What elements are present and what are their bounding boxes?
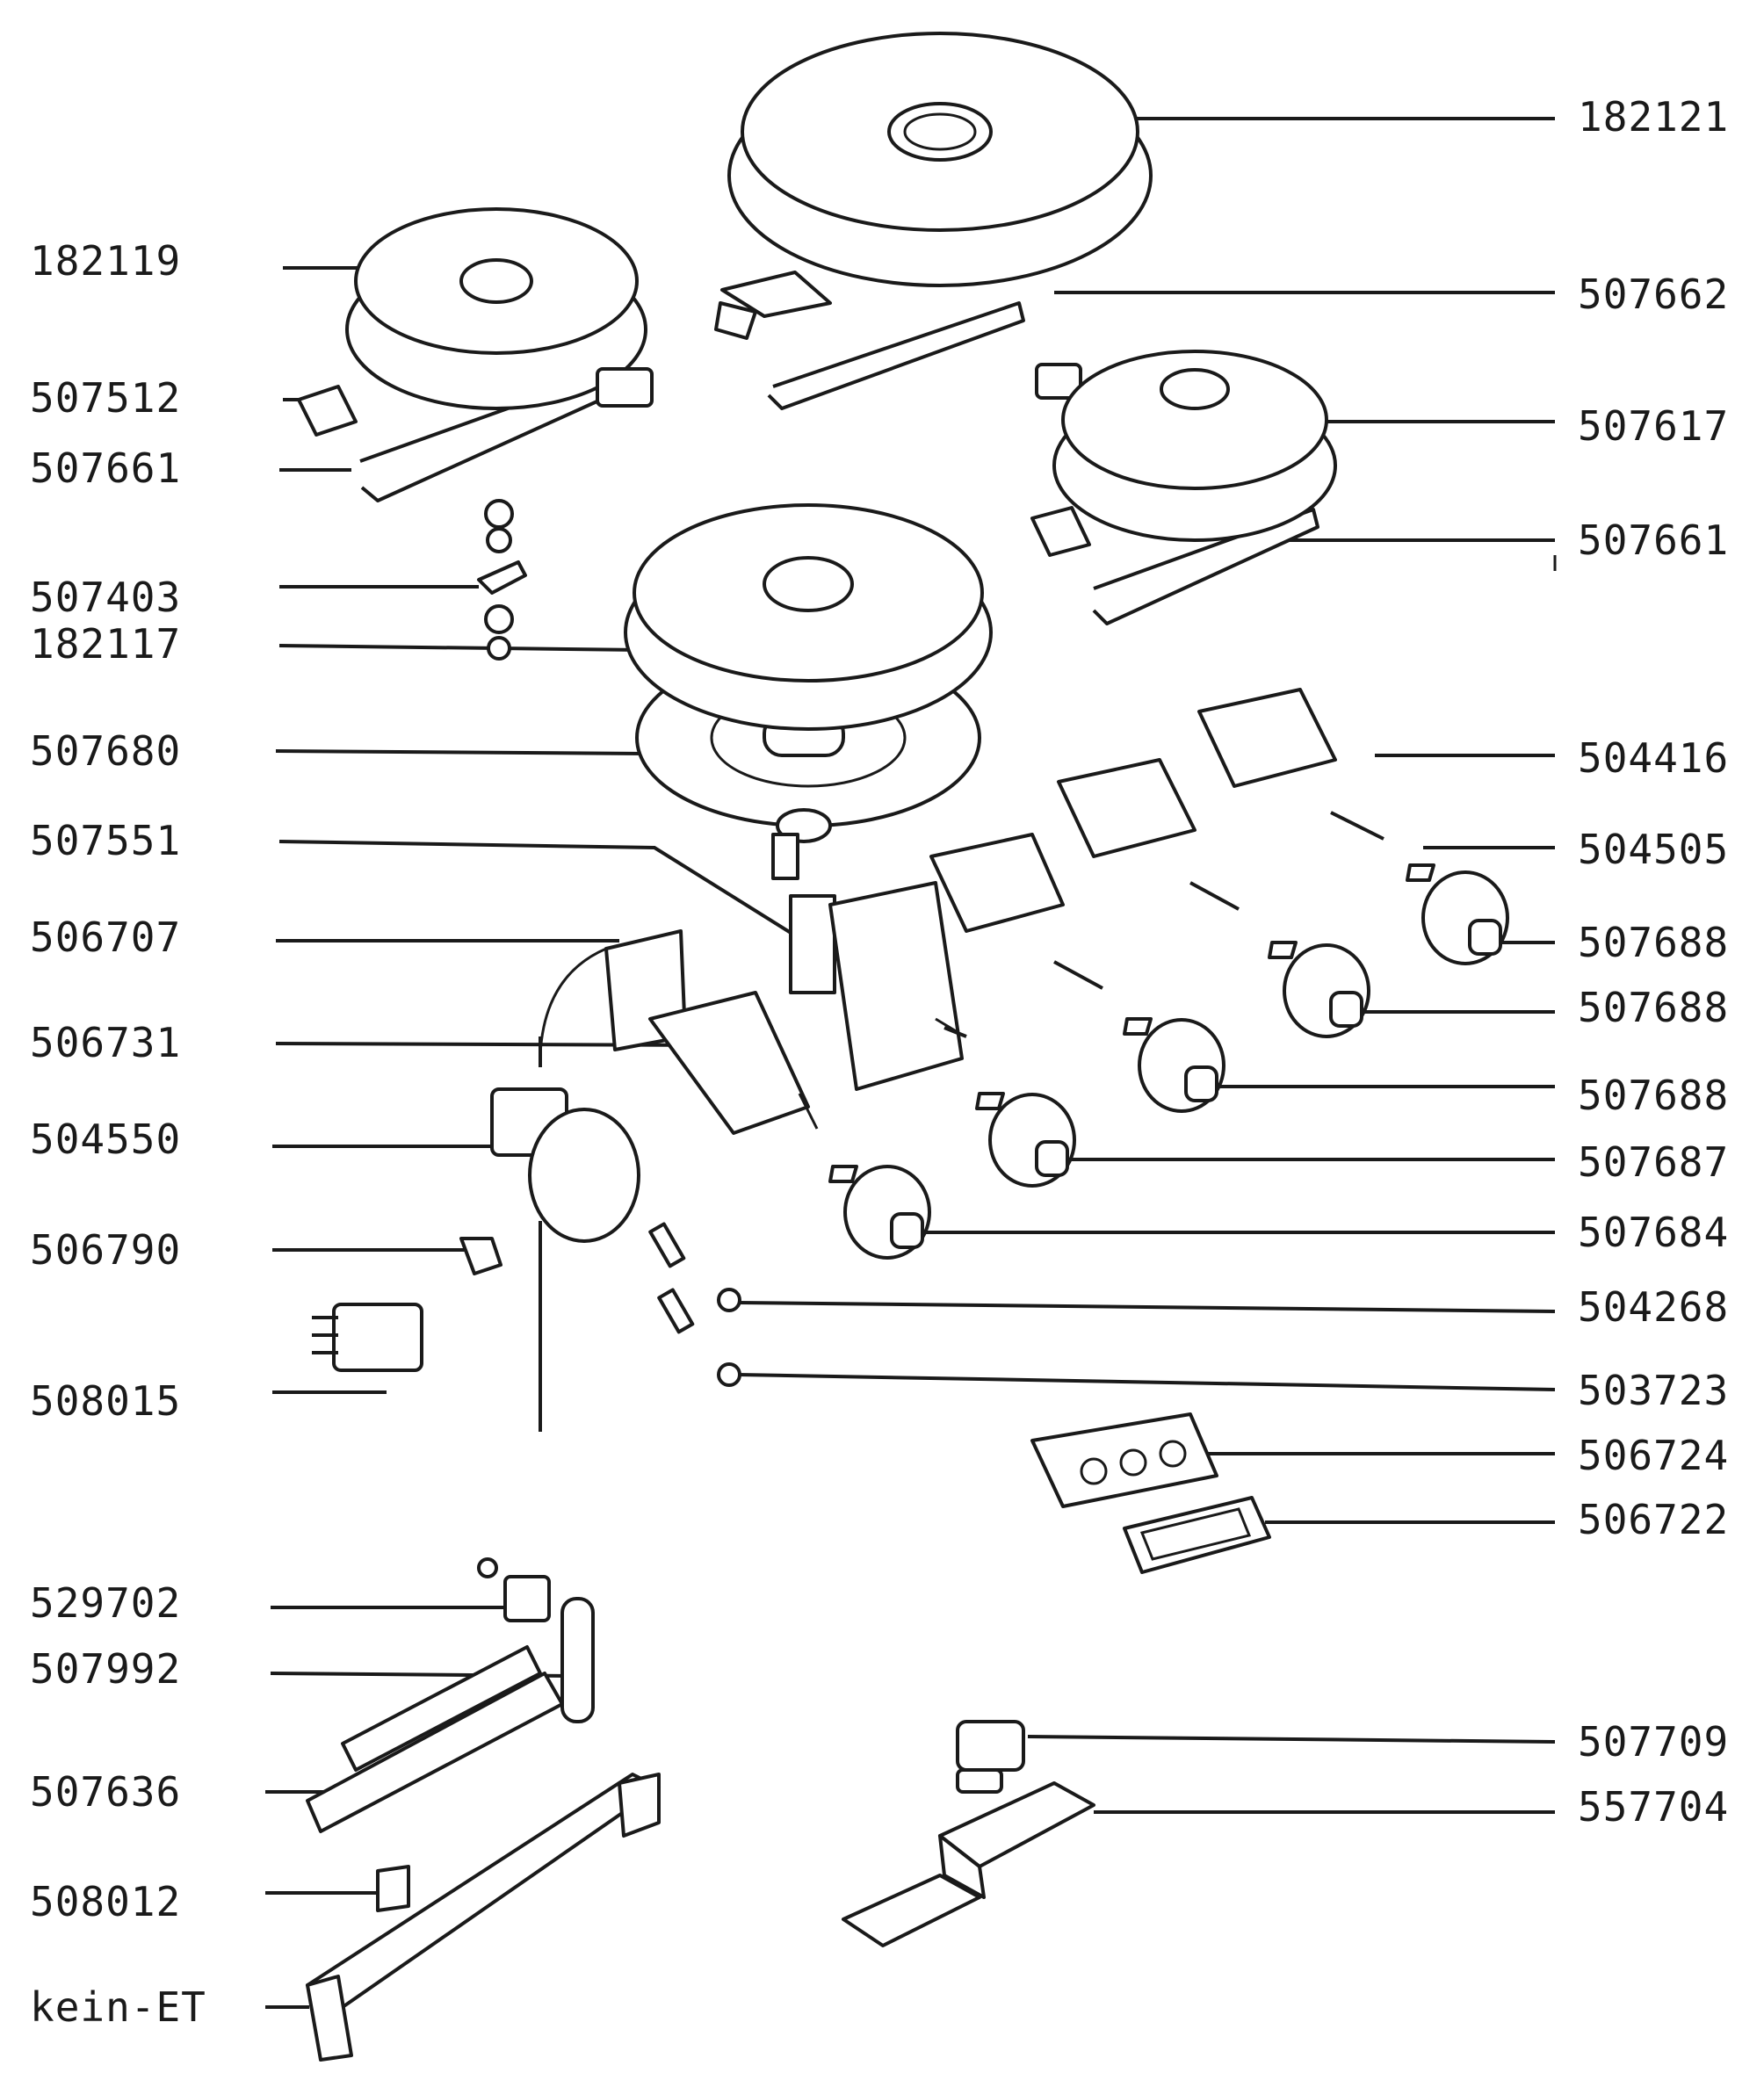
hotplate-182121 [714, 32, 1153, 410]
part-label: 507688 [1578, 984, 1730, 1031]
leader-503723 [737, 1373, 1556, 1391]
part-label: 506724 [1578, 1432, 1730, 1479]
leader-504268 [737, 1301, 1556, 1313]
fastener-507403 [477, 499, 527, 661]
part-label: 529702 [30, 1579, 182, 1627]
part-label: kein-ET [30, 1983, 206, 2031]
part-label: 508015 [30, 1377, 182, 1425]
regulator-block [828, 881, 967, 1091]
leader-507551 [278, 840, 797, 937]
screws [648, 1222, 741, 1387]
gasket-506722 [1123, 1496, 1271, 1574]
hotplate-182117 [624, 503, 993, 827]
leader-507709 [1027, 1735, 1556, 1744]
bracket-557704 [842, 1781, 1095, 1947]
switch-row-504416 [929, 688, 1384, 990]
part-label: 508012 [30, 1878, 182, 1925]
knob-507687 [988, 1093, 1076, 1188]
part-label: 557704 [1578, 1783, 1730, 1831]
thermostat-507551 [771, 808, 836, 994]
part-label: 507551 [30, 817, 182, 864]
part-label: 507661 [1578, 516, 1730, 564]
part-label: 182117 [30, 620, 182, 668]
part-507709 [956, 1720, 1025, 1794]
leader-182117 [278, 644, 642, 652]
part-label: 182121 [1578, 93, 1730, 141]
part-label: 182119 [30, 237, 182, 285]
connector-506724 [1030, 1412, 1218, 1508]
hotplate-507617 [1030, 350, 1337, 625]
knobs [828, 863, 1509, 1260]
switch-506707 [539, 929, 819, 1135]
part-label: 506790 [30, 1226, 182, 1274]
part-label: 507636 [30, 1768, 182, 1816]
knob-507684 [843, 1165, 931, 1260]
part-label: 507709 [1578, 1718, 1730, 1766]
part-label: 507662 [1578, 271, 1730, 318]
knob-507688-a [1421, 870, 1509, 965]
part-label: 504505 [1578, 826, 1730, 873]
knob-507688-b [1283, 943, 1370, 1038]
part-label: 507684 [1578, 1209, 1730, 1256]
part-label: 507688 [1578, 1072, 1730, 1119]
part-label: 507617 [1578, 402, 1730, 450]
clip-506790 [459, 1237, 502, 1275]
part-label: 507992 [30, 1645, 182, 1693]
part-label: 504550 [30, 1116, 182, 1163]
part-label: 506707 [30, 914, 182, 961]
knob-507688-c [1138, 1018, 1225, 1113]
leader-lines-right [737, 117, 1556, 1814]
part-label: 507403 [30, 574, 182, 621]
part-label: 507661 [30, 444, 182, 492]
thermostat-504550 [490, 1036, 640, 1432]
bracket-kein-et [306, 1773, 661, 2062]
part-label: 506722 [1578, 1496, 1730, 1543]
leader-507680 [275, 749, 647, 755]
part-label: 503723 [1578, 1367, 1730, 1414]
part-label: 504268 [1578, 1283, 1730, 1331]
relay-508015 [312, 1303, 423, 1372]
part-label: 507688 [1578, 919, 1730, 966]
part-label: 506731 [30, 1019, 182, 1066]
part-label: 507512 [30, 374, 182, 422]
terminal-block-507636 [306, 1557, 595, 1912]
part-label: 504416 [1578, 734, 1730, 782]
part-label: 507680 [30, 727, 182, 775]
hotplate-182119 [297, 207, 654, 502]
part-label: 507687 [1578, 1138, 1730, 1186]
